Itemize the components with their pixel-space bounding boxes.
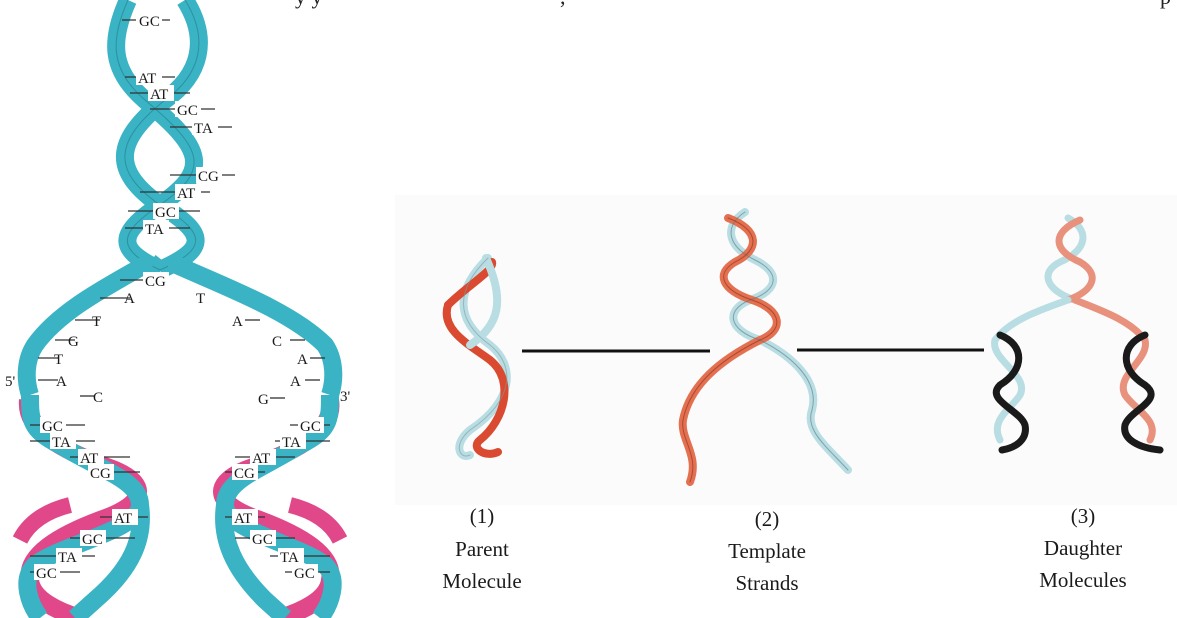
pair-label: TA bbox=[280, 550, 299, 566]
five-prime-label: 5' bbox=[5, 374, 16, 390]
base-label: T bbox=[92, 314, 101, 330]
base-label: T bbox=[54, 352, 63, 368]
replication-stages: (1) (2) (3) Parent Molecule Template Str… bbox=[395, 195, 1177, 595]
pair-label: TA bbox=[52, 435, 71, 451]
pair-label: TA bbox=[282, 435, 301, 451]
pair-label: GC bbox=[82, 532, 103, 548]
right-arm-bases: T A C A A G bbox=[196, 291, 308, 408]
left-daughter-helix bbox=[20, 395, 141, 618]
fork-arms bbox=[27, 262, 334, 395]
stage-2-number: (2) bbox=[755, 507, 780, 531]
base-label: G bbox=[258, 392, 269, 408]
stage-1-number: (1) bbox=[470, 504, 495, 528]
base-label: A bbox=[124, 291, 135, 307]
right-arm-strand bbox=[170, 262, 333, 395]
base-label: A bbox=[56, 374, 67, 390]
pair-label: GC bbox=[139, 14, 160, 30]
pair-label: GC bbox=[177, 103, 198, 119]
base-label: A bbox=[297, 352, 308, 368]
base-label: T bbox=[196, 291, 205, 307]
pair-label: AT bbox=[150, 87, 168, 103]
base-label: G bbox=[68, 334, 79, 350]
top-base-pairs: GC AT AT GC TA CG AT GC TA CG bbox=[136, 12, 222, 290]
pair-label: CG bbox=[145, 274, 166, 290]
pair-label: CG bbox=[198, 169, 219, 185]
pair-label: TA bbox=[145, 222, 164, 238]
pair-label: AT bbox=[177, 186, 195, 202]
stage-1-label-line1: Parent bbox=[455, 537, 509, 561]
pair-label: TA bbox=[194, 121, 213, 137]
base-label: C bbox=[93, 390, 103, 406]
pair-label: AT bbox=[138, 71, 156, 87]
stage-2-label-line1: Template bbox=[728, 539, 806, 563]
stage-3-label-line1: Daughter bbox=[1044, 536, 1122, 560]
pair-label: CG bbox=[90, 466, 111, 482]
base-label: A bbox=[290, 374, 301, 390]
pair-label: GC bbox=[300, 419, 321, 435]
pair-label: GC bbox=[36, 566, 57, 582]
three-prime-label: 3' bbox=[340, 389, 351, 405]
pair-label: TA bbox=[58, 550, 77, 566]
base-label: C bbox=[272, 334, 282, 350]
left-arm-strand bbox=[27, 262, 150, 395]
pair-label: CG bbox=[234, 466, 255, 482]
pair-label: GC bbox=[252, 532, 273, 548]
stage-2-label-line2: Strands bbox=[736, 571, 799, 595]
stage-1-label-line2: Molecule bbox=[442, 569, 521, 593]
pair-label: AT bbox=[114, 511, 132, 527]
stage-3-label-line2: Molecules bbox=[1039, 568, 1126, 592]
pair-label: GC bbox=[42, 419, 63, 435]
replication-fork: GC AT AT GC TA CG AT GC TA CG A T G T bbox=[5, 0, 351, 618]
stage-3-number: (3) bbox=[1071, 504, 1096, 528]
pair-label: GC bbox=[155, 205, 176, 221]
pair-label: AT bbox=[234, 511, 252, 527]
pair-label: GC bbox=[294, 566, 315, 582]
base-label: A bbox=[232, 314, 243, 330]
